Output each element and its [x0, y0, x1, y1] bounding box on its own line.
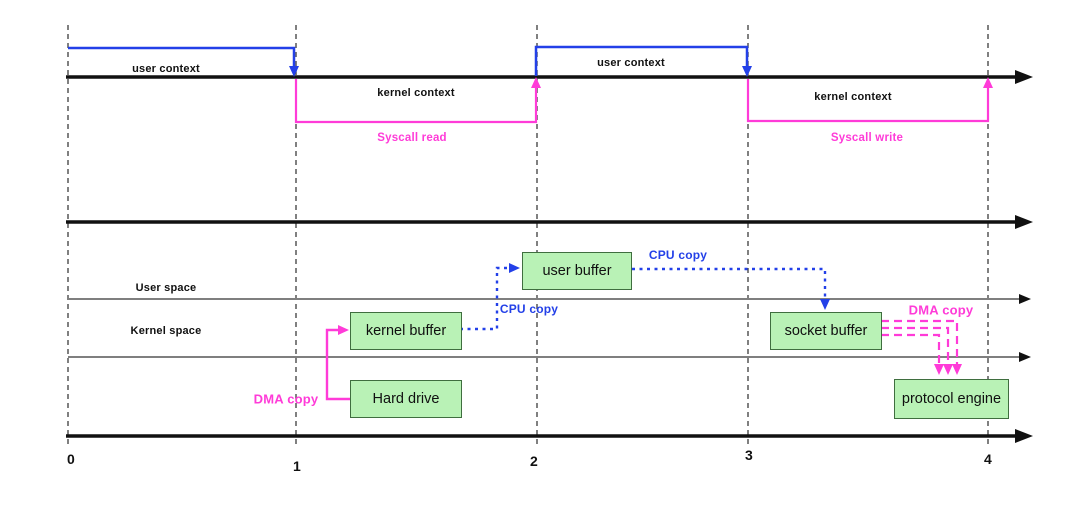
axis-tick-1: 1: [293, 458, 301, 474]
cpu-copy-label-lower: CPU copy: [499, 302, 559, 316]
kernel-context-label-1: kernel context: [377, 87, 455, 99]
axis-tick-0: 0: [67, 451, 75, 467]
socket-buffer-node: socket buffer: [770, 312, 882, 350]
axis-tick-3: 3: [745, 447, 753, 463]
time-marker-lines: [67, 25, 989, 446]
kernel-space-label: Kernel space: [130, 325, 202, 337]
dma-copy-arrow-right-3: [881, 333, 944, 375]
cpu-copy-label-upper: CPU copy: [648, 248, 708, 262]
axis-tick-2: 2: [530, 453, 538, 469]
protocol-engine-node: protocol engine: [894, 379, 1009, 419]
user-buffer-node: user buffer: [522, 252, 632, 290]
syscall-read-label: Syscall read: [377, 132, 447, 144]
dma-copy-arrow-right-2: [881, 326, 953, 375]
hard-drive-node: Hard drive: [350, 380, 462, 418]
dma-copy-label-left: DMA copy: [253, 391, 319, 407]
user-context-label-1: user context: [132, 63, 200, 75]
kernel-buffer-node: kernel buffer: [350, 312, 462, 350]
cpu-copy-arrow-upper: [632, 267, 830, 310]
cpu-copy-arrow-lower: [460, 263, 520, 331]
dma-copy-arrow-right-1: [881, 319, 962, 375]
syscall-write-span: [746, 77, 993, 123]
dma-copy-label-right: DMA copy: [908, 302, 974, 318]
syscall-read-span: [294, 77, 541, 124]
dma-copy-arrow-left: [325, 325, 352, 401]
user-context-label-2: user context: [597, 57, 665, 69]
user-space-label: User space: [135, 282, 197, 294]
kernel-context-label-2: kernel context: [814, 91, 892, 103]
axis-tick-4: 4: [984, 451, 992, 467]
user-context-segment-2: [534, 45, 752, 77]
syscall-write-label: Syscall write: [830, 132, 904, 144]
user-context-segment-1: [68, 46, 299, 77]
